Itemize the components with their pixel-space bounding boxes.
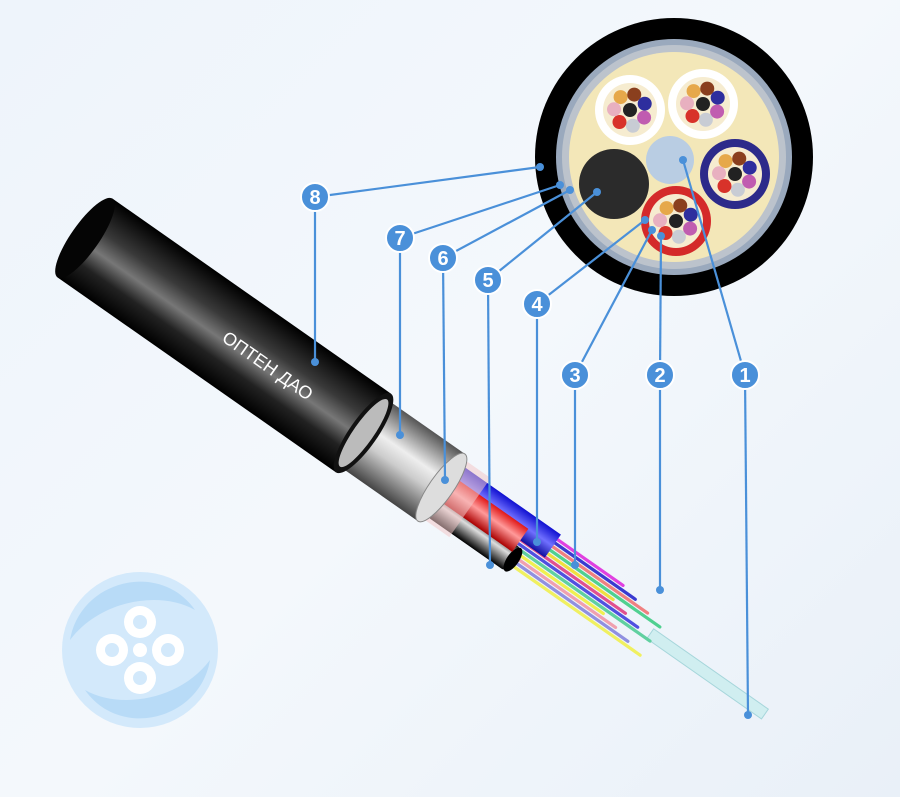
central-strength-member [646, 628, 770, 720]
callout-number: 8 [309, 187, 320, 209]
loose-tube-section [668, 69, 738, 139]
callout-1: 1 [679, 156, 760, 719]
callout-5: 5 [473, 188, 601, 569]
leader-line [441, 257, 447, 481]
loose-tube-section [595, 75, 665, 145]
leader-line [658, 235, 663, 376]
fiber-dot [700, 81, 715, 96]
callout-badge [300, 182, 330, 212]
central-member-section [646, 136, 694, 184]
leader-line [743, 374, 750, 716]
callout-number: 3 [569, 365, 580, 387]
callout-badge [522, 289, 552, 319]
callout-number: 5 [482, 270, 493, 292]
fiber-dot [696, 97, 710, 111]
callout-number: 6 [437, 248, 448, 270]
fiber-dot [728, 167, 742, 181]
fiber-dot [710, 104, 725, 119]
outer-jacket [57, 198, 392, 473]
cable-body: ОПТЕН ДАО [55, 197, 770, 720]
fiber-dot [613, 90, 628, 105]
leader-line [399, 183, 561, 240]
callout-number: 7 [394, 228, 405, 250]
fiber-dot [698, 112, 713, 127]
fiber-dot [742, 160, 757, 175]
fiber-dot [683, 221, 698, 236]
fiber-dot [732, 151, 747, 166]
fiber-dot [680, 96, 695, 111]
fiber-dot [612, 115, 627, 130]
fiber-dot [742, 174, 757, 189]
callout-7: 7 [385, 181, 564, 439]
fiber-dot [718, 154, 733, 169]
company-logo [62, 572, 218, 728]
fiber-dot [730, 182, 745, 197]
fiber-dot [671, 229, 686, 244]
callout-badge [473, 265, 503, 295]
callout-badge [385, 223, 415, 253]
leader-line [486, 279, 492, 566]
fiber-dot [627, 87, 642, 102]
callout-number: 2 [654, 365, 665, 387]
callout-6: 6 [428, 186, 574, 484]
callout-3: 3 [560, 226, 656, 569]
fiber-dot [685, 109, 700, 124]
loose-tube-section [700, 139, 770, 209]
leader-line [536, 219, 646, 305]
leader-line [681, 159, 747, 376]
callout-number: 4 [531, 294, 543, 316]
leader-line [442, 189, 571, 259]
fiber-dot [637, 110, 652, 125]
callout-4: 4 [522, 216, 649, 546]
fiber-dot [625, 118, 640, 133]
callout-number: 1 [739, 365, 750, 387]
callout-badge [428, 243, 458, 273]
fiber-dot [637, 96, 652, 111]
callout-badge [645, 360, 675, 390]
fiber-dot [607, 102, 622, 117]
fiber-dot [683, 207, 698, 222]
fiber-dot [623, 103, 637, 117]
fiber-dot [712, 166, 727, 181]
fiber-dot [686, 84, 701, 99]
filler-rod-section [579, 149, 649, 219]
leader-line [487, 191, 598, 281]
callout-badge [730, 360, 760, 390]
callout-2: 2 [645, 232, 675, 594]
leader-line [314, 165, 541, 199]
fiber-dot [717, 179, 732, 194]
fiber-dot [673, 198, 688, 213]
fiber-dot [710, 90, 725, 105]
fiber-dot [653, 213, 668, 228]
callout-8: 8 [300, 163, 544, 366]
fiber-dot [659, 201, 674, 216]
cross-section [535, 18, 813, 296]
leader-line [574, 229, 653, 376]
callout-badge [560, 360, 590, 390]
fiber-dot [669, 214, 683, 228]
